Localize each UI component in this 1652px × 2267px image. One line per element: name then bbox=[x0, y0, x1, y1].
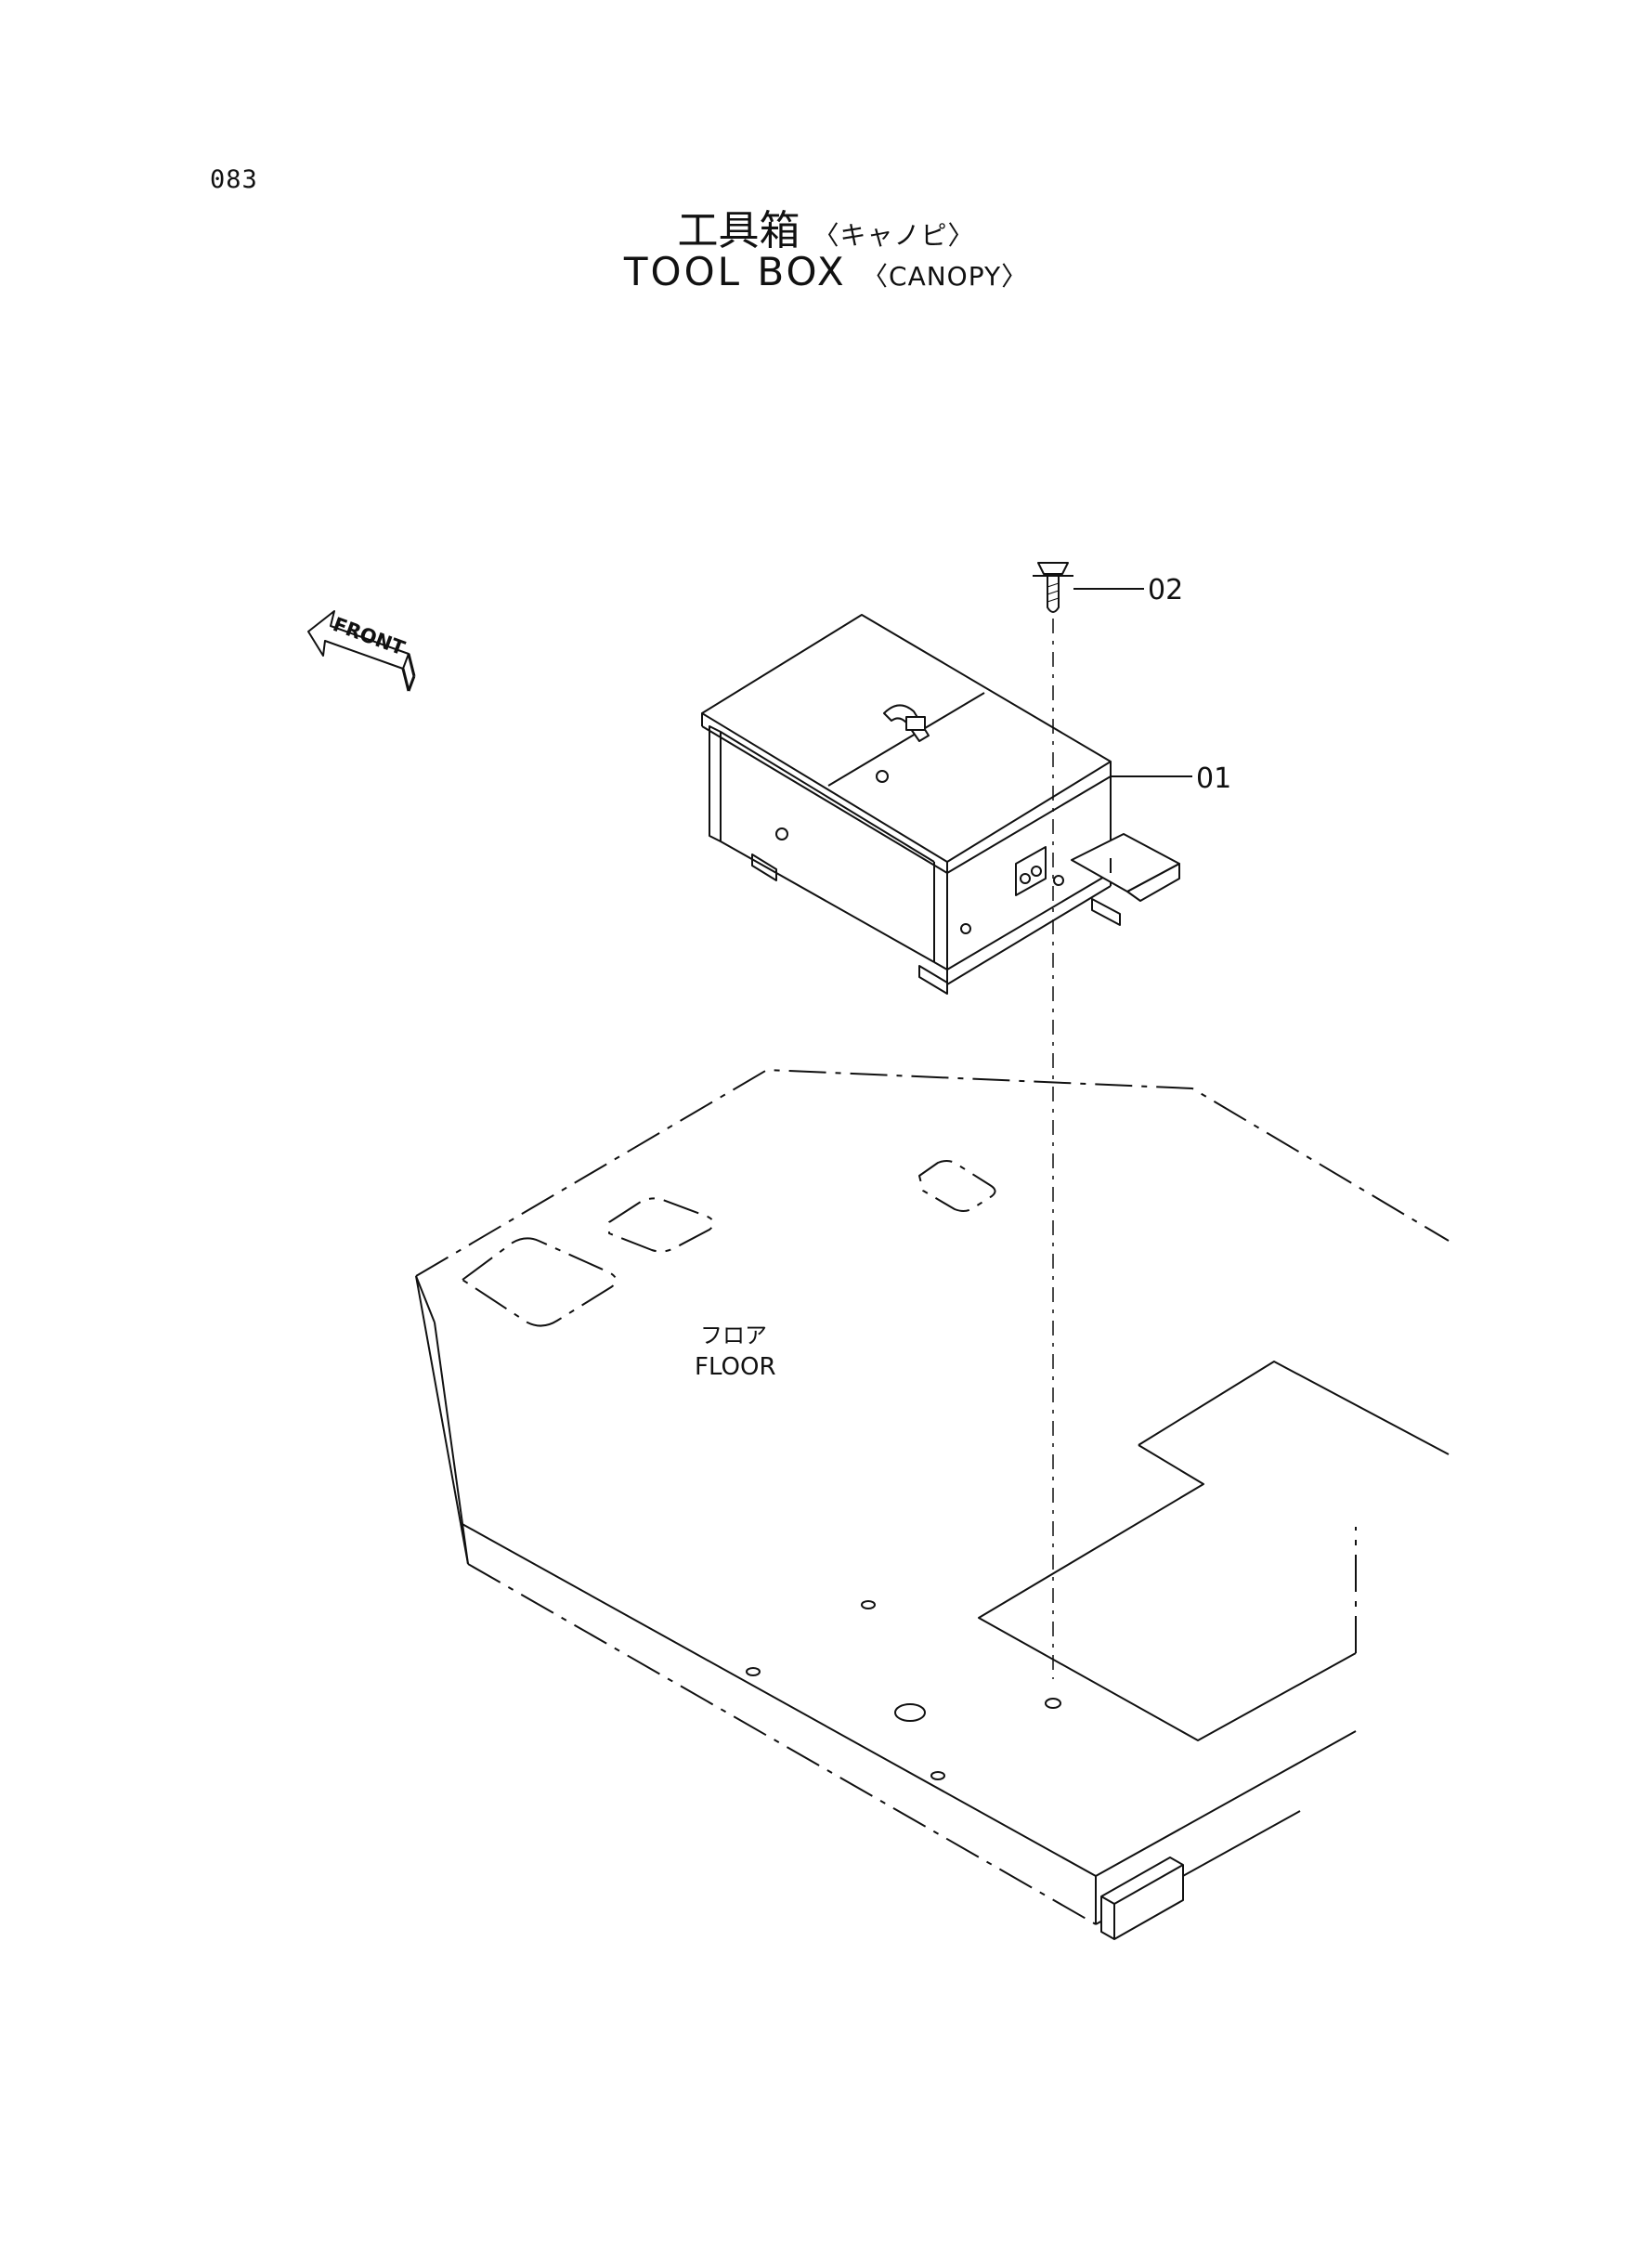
title-japanese-sub: 〈キャノピ〉 bbox=[813, 220, 975, 251]
callout-02: 02 bbox=[1148, 574, 1183, 606]
title-english: TOOL BOX 〈CANOPY〉 bbox=[0, 249, 1652, 294]
title-japanese: 工具箱 〈キャノピ〉 bbox=[0, 197, 1652, 256]
floor-label-japanese: フロア bbox=[700, 1322, 767, 1348]
page-number: 083 bbox=[210, 165, 258, 194]
flange-bolt bbox=[1033, 562, 1073, 613]
floor-plate: フロア FLOOR bbox=[415, 1069, 1450, 1940]
callout-01: 01 bbox=[1196, 762, 1231, 795]
front-arrow-icon: FRONT bbox=[307, 610, 416, 692]
title-english-main: TOOL BOX bbox=[623, 249, 847, 294]
title-english-sub: 〈CANOPY〉 bbox=[862, 261, 1029, 292]
tool-box bbox=[701, 614, 1180, 995]
floor-label-english: FLOOR bbox=[695, 1353, 776, 1381]
title-japanese-main: 工具箱 bbox=[677, 207, 800, 254]
